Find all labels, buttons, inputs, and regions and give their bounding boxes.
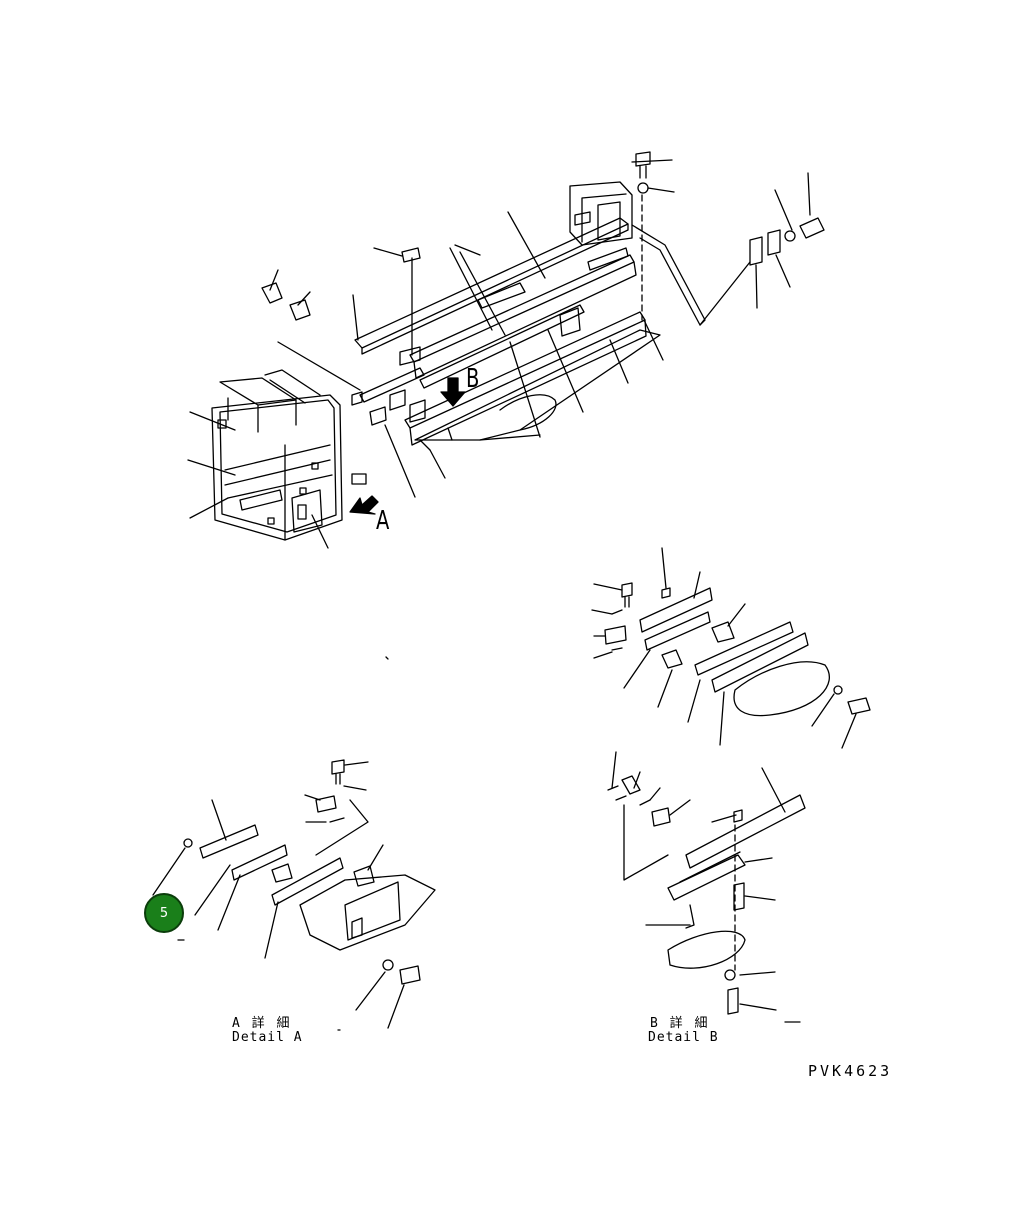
detail-b-title-en: Detail B xyxy=(648,1030,719,1045)
detail-a-title-en: Detail A xyxy=(232,1030,303,1045)
drawing-code: PVK4623 xyxy=(808,1062,893,1080)
detail-b-upper xyxy=(591,547,871,749)
speck xyxy=(385,656,389,660)
detail-a xyxy=(152,759,436,1031)
detail-b-title-jp: B 詳 細 xyxy=(650,1016,710,1031)
callout-number: 5 xyxy=(159,905,169,921)
detail-b-lower xyxy=(607,751,806,1023)
detail-a-title-jp: A 詳 細 xyxy=(232,1016,292,1031)
part-callout-badge[interactable]: 5 xyxy=(144,893,184,933)
view-a-letter: A xyxy=(376,506,390,536)
main-frame-assembly xyxy=(187,151,825,549)
view-b-letter: B xyxy=(466,364,480,394)
